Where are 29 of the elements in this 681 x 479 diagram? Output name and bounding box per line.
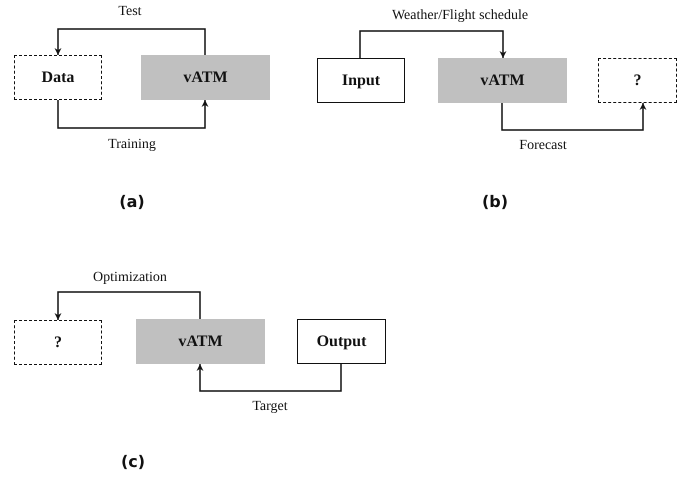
arrow [54,28,206,55]
process-box [297,319,386,364]
model-box [136,319,265,364]
edge-label: Optimization [91,270,169,286]
arrow [359,30,506,58]
arrow [54,291,201,320]
node-label: vATM [183,68,228,86]
dashed-box [598,58,677,103]
subfigure-label: (c) [120,452,146,471]
edge-label: Training [106,137,158,153]
node-label: Data [42,68,74,86]
dashed-box [14,320,102,365]
edge-label: Weather/Flight schedule [390,8,530,24]
model-box [141,55,270,100]
process-box [317,58,405,103]
arrow [57,100,208,129]
dashed-box [14,55,102,100]
node-label: vATM [480,72,525,90]
arrow [501,103,646,131]
arrow [196,364,342,392]
node-label: vATM [178,332,223,350]
edge-label: Target [250,399,290,415]
model-box [438,58,567,103]
node-label: Input [342,72,380,90]
node-label: ? [54,334,62,352]
subfigure-label: (a) [119,192,145,211]
node-label: Output [316,332,366,350]
subfigure-label: (b) [482,192,508,211]
node-label: ? [634,72,642,90]
